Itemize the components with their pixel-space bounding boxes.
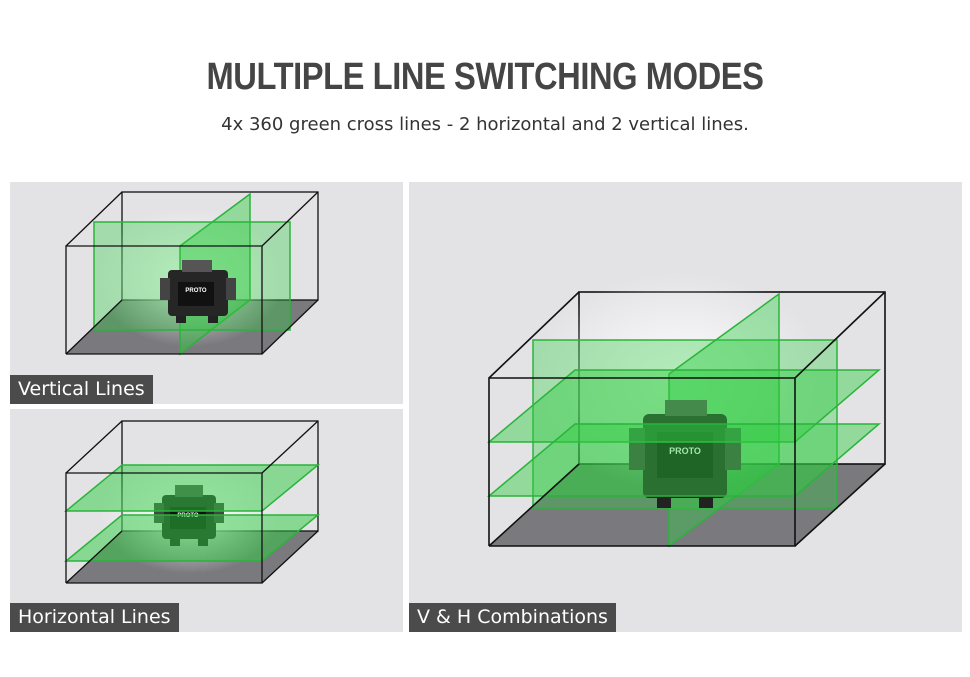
horizontal-lines-illustration: PROTO [63, 420, 321, 584]
vertical-lines-illustration: PROTO [65, 191, 319, 356]
horizontal-lines-label: Horizontal Lines [10, 603, 179, 632]
laser-level-device: PROTO [160, 260, 236, 323]
vertical-lines-panel: PROTO Vertical Lines [10, 182, 403, 404]
vertical-lines-label: Vertical Lines [10, 375, 153, 404]
combination-illustration: PROTO [486, 272, 886, 548]
laser-level-device: PROTO [629, 400, 741, 508]
page-title: MULTIPLE LINE SWITCHING MODES [206, 56, 764, 98]
horizontal-laser-plane-lower [63, 514, 321, 562]
horizontal-lines-panel: PROTO Horizontal Lines [10, 409, 403, 632]
floor [489, 464, 885, 546]
combination-label: V & H Combinations [409, 603, 616, 632]
svg-text:PROTO: PROTO [185, 288, 207, 294]
horizontal-laser-plane-upper [63, 464, 321, 512]
combination-panel: PROTO V & H Combinations [409, 182, 962, 632]
horizontal-laser-plane-lower [486, 423, 882, 497]
svg-text:PROTO: PROTO [669, 446, 701, 456]
page-subtitle: 4x 360 green cross lines - 2 horizontal … [221, 114, 749, 135]
box-front [65, 245, 263, 355]
